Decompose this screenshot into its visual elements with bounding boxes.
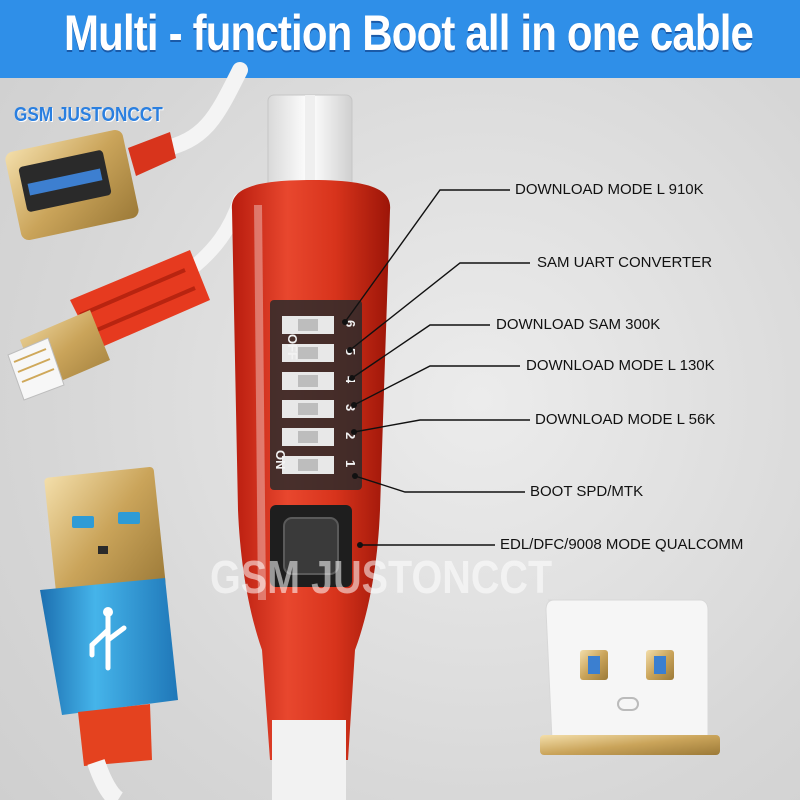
switch-on-label: ON xyxy=(273,450,288,470)
usb-female-adapter xyxy=(5,62,248,241)
callout-label: DOWNLOAD SAM 300K xyxy=(496,316,661,333)
callout-label: SAM UART CONVERTER xyxy=(537,254,713,271)
switch-off-label: OFF xyxy=(285,334,300,360)
callout-lines xyxy=(344,189,530,546)
switch-number: 6 xyxy=(343,320,358,327)
watermark-text: GSM JUSTONCCT xyxy=(210,551,553,603)
callout-label: DOWNLOAD MODE L 910K xyxy=(515,181,704,198)
callout-label: DOWNLOAD MODE L 56K xyxy=(535,411,716,428)
callout-label: DOWNLOAD MODE L 130K xyxy=(526,357,715,374)
cable-body: OFF ON 6 5 4 3 2 1 xyxy=(231,94,391,800)
switch-number: 2 xyxy=(343,432,358,439)
switch-number: 3 xyxy=(343,404,358,411)
callout-label: BOOT SPD/MTK xyxy=(530,483,644,500)
callout-dots xyxy=(342,319,363,548)
callout-label: EDL/DFC/9008 MODE QUALCOMM xyxy=(500,536,744,553)
title-banner xyxy=(0,0,800,78)
switch-number: 1 xyxy=(343,460,358,467)
usb-male-connector xyxy=(40,466,178,800)
brand-label: GSM JUSTONCCT xyxy=(14,104,163,126)
usb-plug-white xyxy=(540,599,720,755)
page-title: Multi - function Boot all in one cable xyxy=(64,5,754,61)
